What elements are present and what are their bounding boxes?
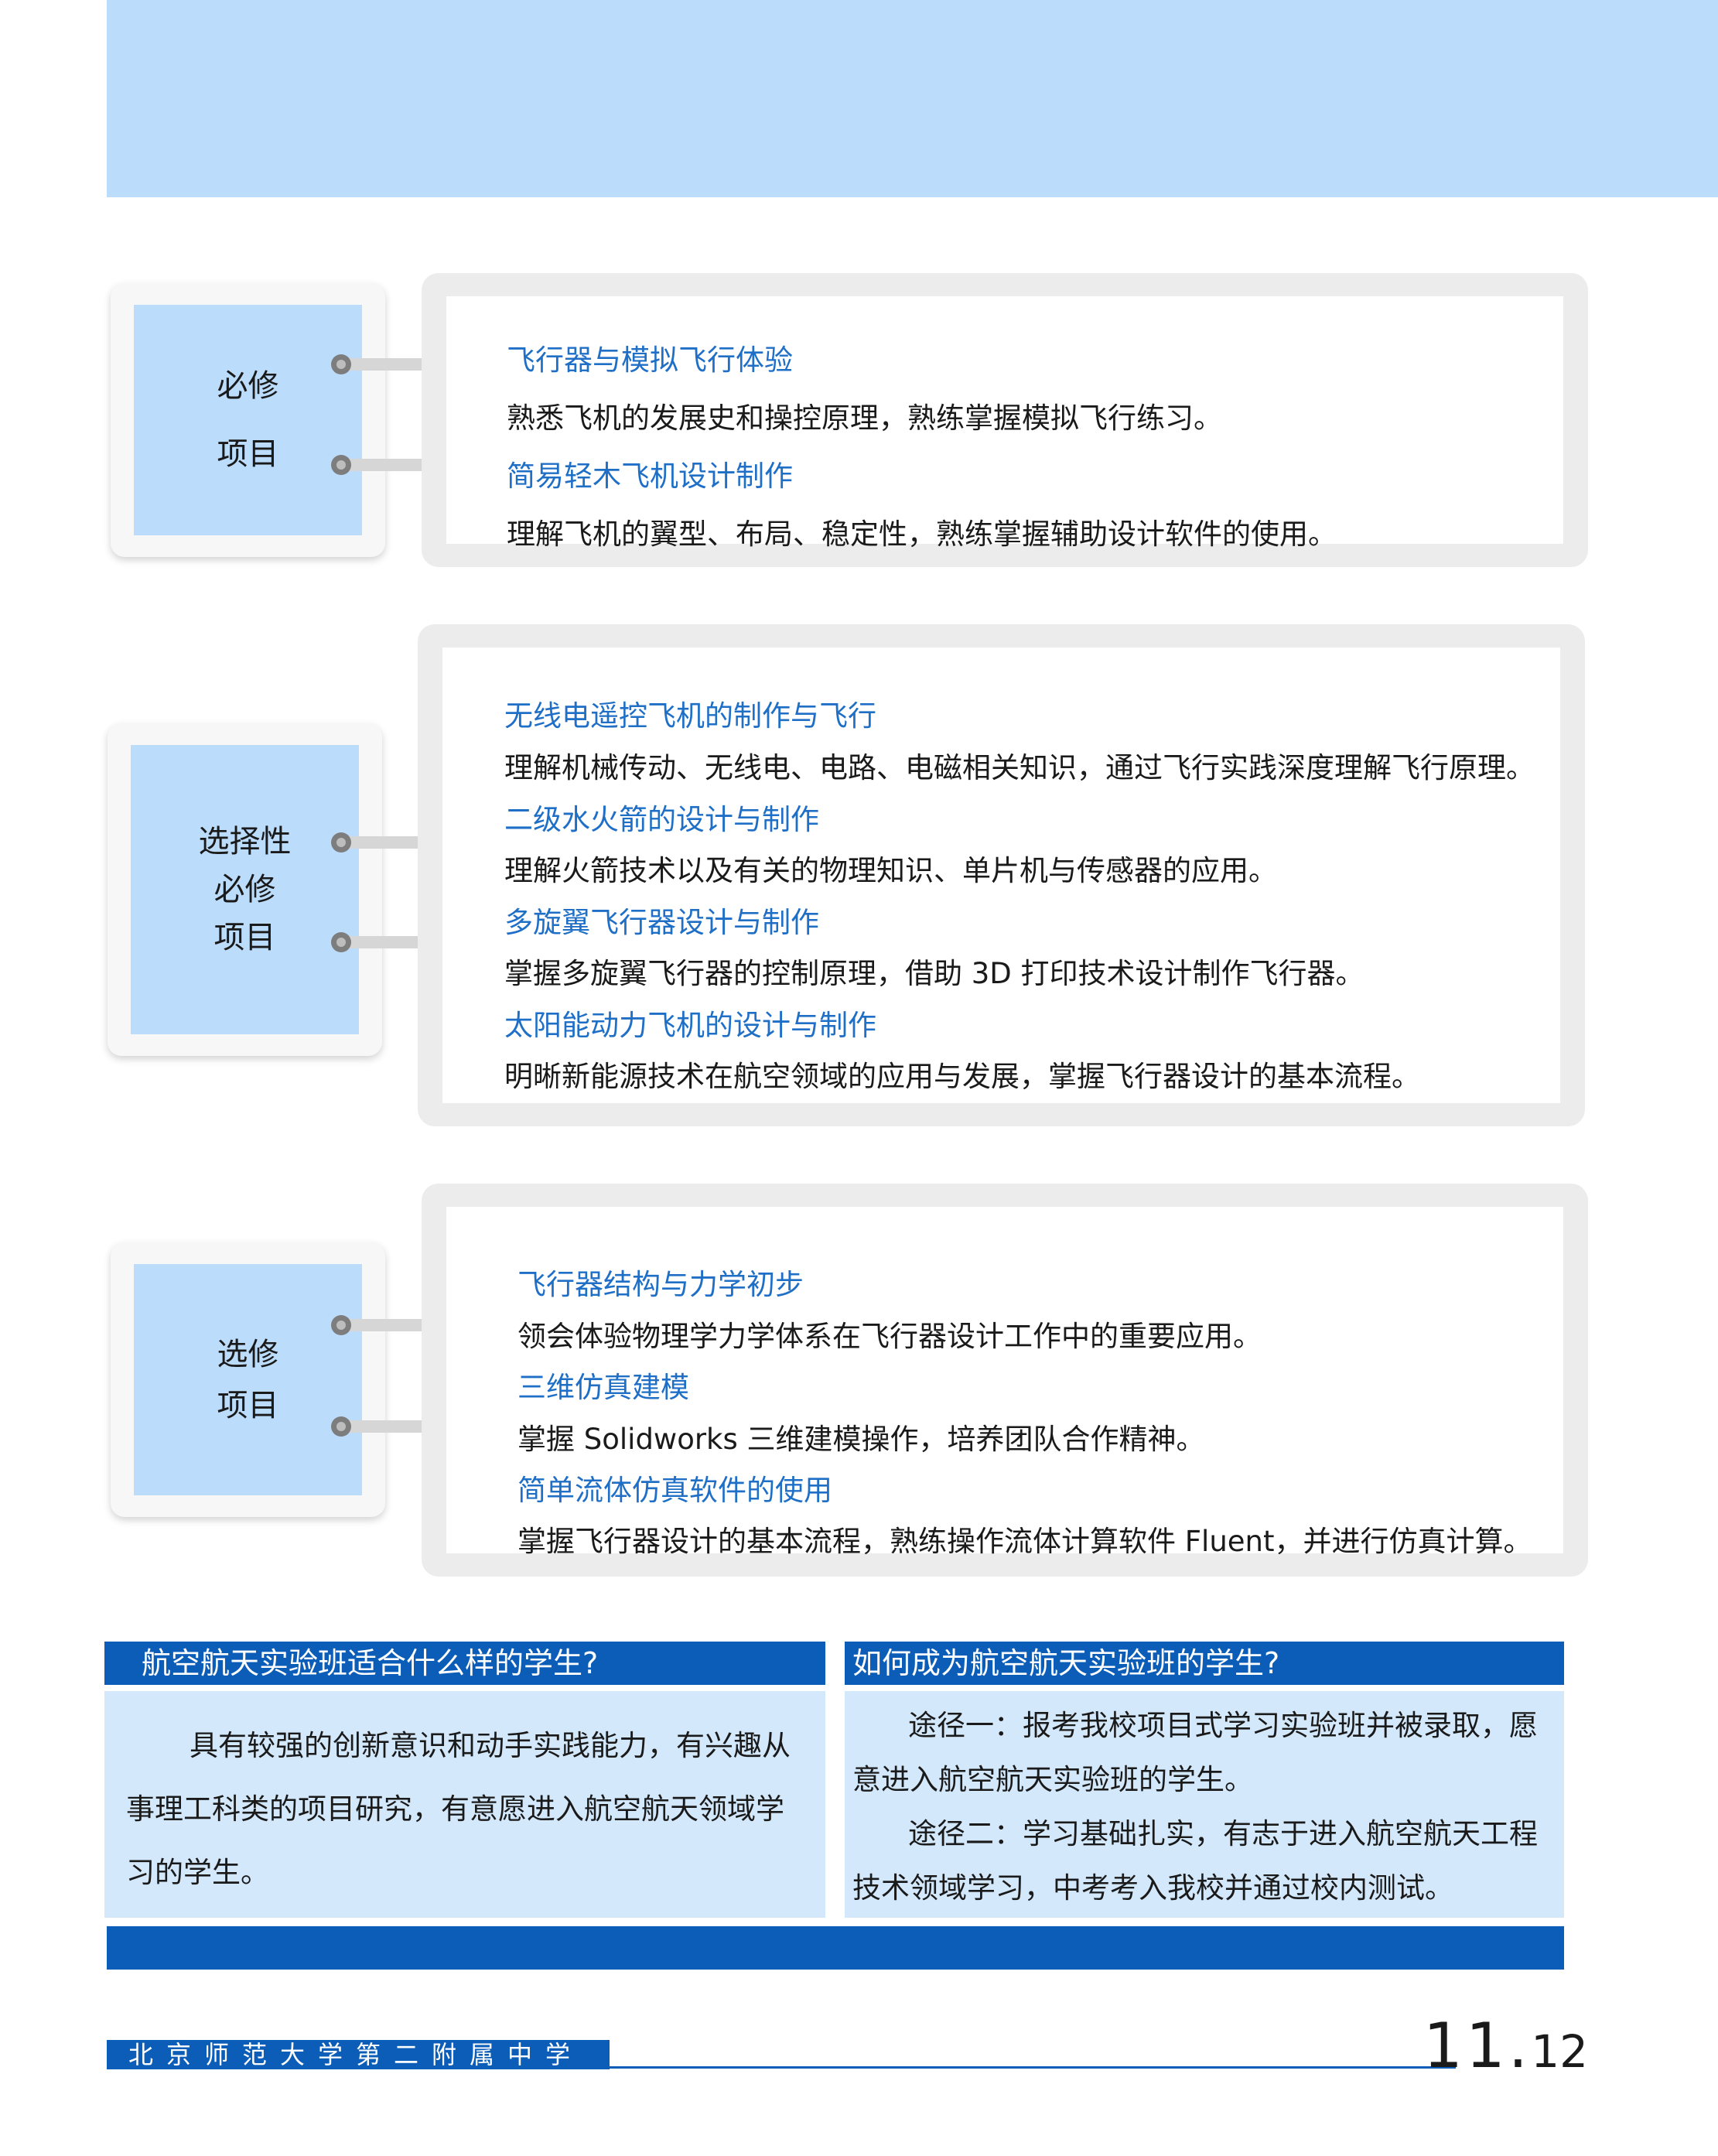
section-3-content-card: 飞行器结构与力学初步 领会体验物理学力学体系在飞行器设计工作中的重要应用。 三维… xyxy=(422,1184,1588,1577)
info-left-line: 事理工科类的项目研究，有意愿进入航空航天领域学 xyxy=(126,1792,784,1826)
info-left-heading: 航空航天实验班适合什么样的学生? xyxy=(104,1642,825,1685)
page-number-minor: 12 xyxy=(1531,2025,1588,2078)
course-description: 熟悉飞机的发展史和操控原理，熟练掌握模拟飞行练习。 xyxy=(507,401,1222,435)
section-1-label-line: 项目 xyxy=(217,436,279,472)
top-banner xyxy=(107,0,1718,197)
info-right-line: 技术领域学习，中考考入我校并通过校内测试。 xyxy=(852,1871,1453,1905)
info-right-body: 途径一：报考我校项目式学习实验班并被录取，愿 意进入航空航天实验班的学生。 途径… xyxy=(845,1691,1564,1918)
course-description: 领会体验物理学力学体系在飞行器设计工作中的重要应用。 xyxy=(517,1320,1262,1353)
info-left-line: 具有较强的创新意识和动手实践能力，有兴趣从 xyxy=(190,1729,791,1762)
course-description: 理解机械传动、无线电、电路、电磁相关知识，通过飞行实践深度理解飞行原理。 xyxy=(504,751,1535,784)
course-title: 二级水火箭的设计与制作 xyxy=(504,803,819,836)
info-left-body: 具有较强的创新意识和动手实践能力，有兴趣从 事理工科类的项目研究，有意愿进入航空… xyxy=(104,1691,825,1918)
section-3-label-card: 选修 项目 xyxy=(111,1242,385,1517)
course-description: 掌握多旋翼飞行器的控制原理，借助 3D 打印技术设计制作飞行器。 xyxy=(504,957,1364,990)
page-number-major: 11. xyxy=(1423,2010,1532,2082)
section-1-label-card: 必修 项目 xyxy=(111,283,385,557)
section-1-label: 必修 项目 xyxy=(134,305,362,535)
section-3-content: 飞行器结构与力学初步 领会体验物理学力学体系在飞行器设计工作中的重要应用。 三维… xyxy=(446,1207,1563,1558)
course-description: 理解火箭技术以及有关的物理知识、单片机与传感器的应用。 xyxy=(504,854,1277,887)
course-title: 三维仿真建模 xyxy=(517,1371,689,1404)
page-number: 11.12 xyxy=(1423,2010,1588,2082)
section-2-label: 选择性 必修 项目 xyxy=(131,745,359,1034)
course-description: 理解飞机的翼型、布局、稳定性，熟练掌握辅助设计软件的使用。 xyxy=(507,518,1337,551)
section-1-content-card: 飞行器与模拟飞行体验 熟悉飞机的发展史和操控原理，熟练掌握模拟飞行练习。 简易轻… xyxy=(422,273,1588,567)
info-right-line: 途径二：学习基础扎实，有志于进入航空航天工程 xyxy=(908,1817,1538,1850)
course-description: 掌握飞行器设计的基本流程，熟练操作流体计算软件 Fluent，并进行仿真计算。 xyxy=(517,1525,1532,1558)
section-2-content-card: 无线电遥控飞机的制作与飞行 理解机械传动、无线电、电路、电磁相关知识，通过飞行实… xyxy=(418,624,1585,1126)
footer-school-name: 北京师范大学第二附属中学 xyxy=(107,2040,610,2069)
info-left-line: 习的学生。 xyxy=(126,1856,269,1889)
info-right-line: 途径一：报考我校项目式学习实验班并被录取，愿 xyxy=(908,1709,1538,1742)
section-2-label-line: 必修 xyxy=(213,872,276,907)
bottom-bar xyxy=(107,1926,1564,1970)
info-right-heading: 如何成为航空航天实验班的学生? xyxy=(845,1642,1564,1685)
course-description: 掌握 Solidworks 三维建模操作，培养团队合作精神。 xyxy=(517,1423,1205,1456)
course-title: 太阳能动力飞机的设计与制作 xyxy=(504,1009,876,1042)
course-title: 简易轻木飞机设计制作 xyxy=(507,460,793,493)
section-1-label-line: 必修 xyxy=(217,368,279,404)
course-title: 无线电遥控飞机的制作与飞行 xyxy=(504,699,876,733)
section-2-label-line: 选择性 xyxy=(198,824,292,859)
course-title: 多旋翼飞行器设计与制作 xyxy=(504,906,819,939)
section-2-label-card: 选择性 必修 项目 xyxy=(108,723,382,1056)
course-title: 简单流体仿真软件的使用 xyxy=(517,1474,832,1507)
section-2-content: 无线电遥控飞机的制作与飞行 理解机械传动、无线电、电路、电磁相关知识，通过飞行实… xyxy=(442,647,1560,1103)
section-1-content: 飞行器与模拟飞行体验 熟悉飞机的发展史和操控原理，熟练掌握模拟飞行练习。 简易轻… xyxy=(446,296,1563,551)
course-title: 飞行器与模拟飞行体验 xyxy=(507,343,793,377)
section-3-label: 选修 项目 xyxy=(134,1264,362,1495)
section-3-label-line: 项目 xyxy=(217,1387,279,1423)
section-2-label-line: 项目 xyxy=(213,920,276,955)
section-3-label-line: 选修 xyxy=(217,1336,279,1372)
footer-rule xyxy=(107,2066,1456,2069)
info-right-line: 意进入航空航天实验班的学生。 xyxy=(852,1763,1253,1796)
course-description: 明晰新能源技术在航空领域的应用与发展，掌握飞行器设计的基本流程。 xyxy=(504,1060,1420,1093)
course-title: 飞行器结构与力学初步 xyxy=(517,1268,804,1301)
